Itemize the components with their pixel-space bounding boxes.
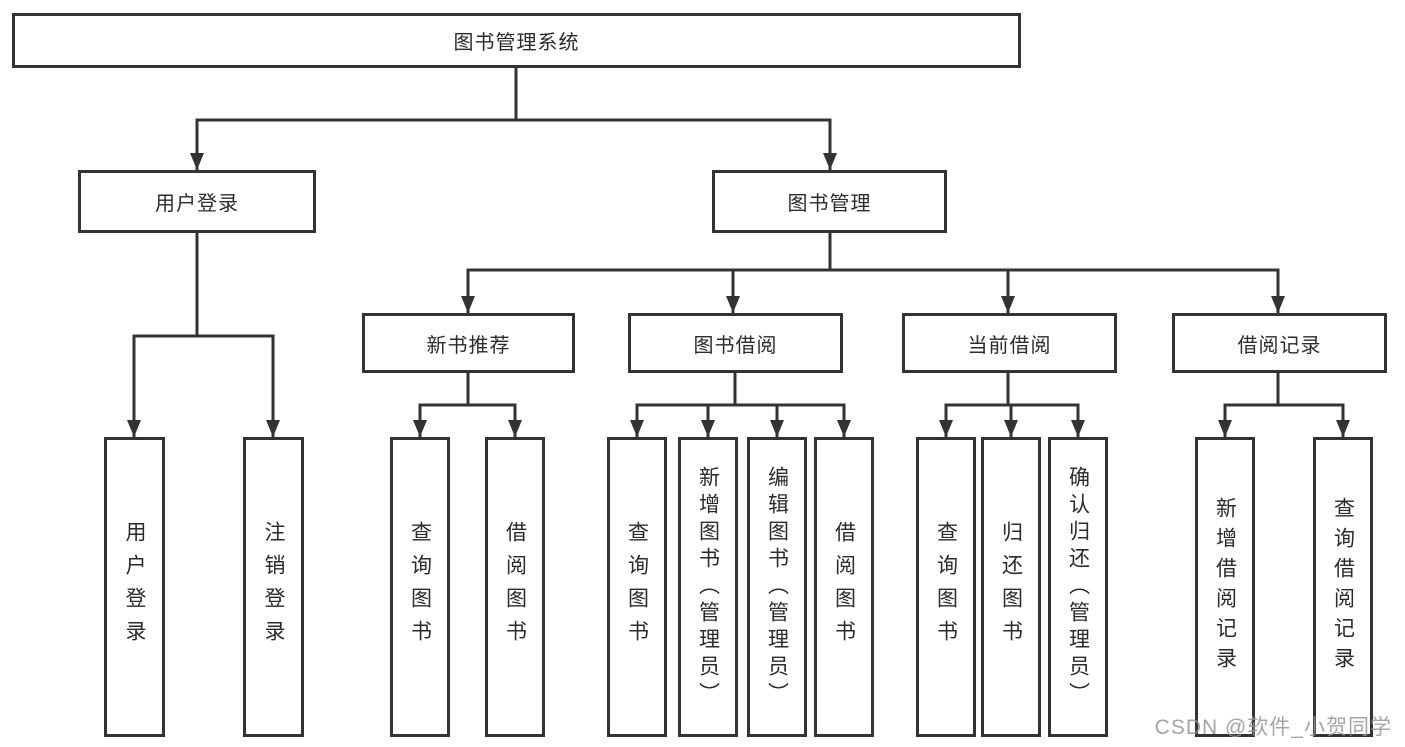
node-user-login: 用户登录 <box>78 170 316 233</box>
node-root: 图书管理系统 <box>12 13 1021 68</box>
leaf-query-borrow-record-label: 查询借阅记录 <box>1331 497 1355 677</box>
leaf-user-login-label: 用户登录 <box>123 521 146 653</box>
leaf-cur-query-books-label: 查询图书 <box>934 521 958 653</box>
leaf-add-borrow-record-label: 新增借阅记录 <box>1213 497 1237 677</box>
leaf-bor-query-books: 查询图书 <box>607 437 667 737</box>
node-book-management: 图书管理 <box>712 170 947 233</box>
leaf-bor-edit-books-label: 编辑图书（管理员） <box>765 465 789 709</box>
node-borrowing-records: 借阅记录 <box>1172 313 1387 373</box>
leaf-logout: 注销登录 <box>243 437 304 737</box>
connector-arrows <box>127 120 1350 437</box>
leaf-rec-borrow-books: 借阅图书 <box>485 437 545 737</box>
leaf-bor-borrow-books-label: 借阅图书 <box>832 521 856 653</box>
leaf-cur-return-books-label: 归还图书 <box>999 521 1023 653</box>
leaf-rec-query-books-label: 查询图书 <box>408 521 432 653</box>
leaf-bor-add-books: 新增图书（管理员） <box>678 437 738 737</box>
leaf-bor-borrow-books: 借阅图书 <box>814 437 874 737</box>
leaf-cur-query-books: 查询图书 <box>916 437 976 737</box>
leaf-query-borrow-record: 查询借阅记录 <box>1313 437 1373 737</box>
leaf-cur-confirm-return-label: 确认归还（管理员） <box>1066 465 1090 709</box>
leaf-bor-edit-books: 编辑图书（管理员） <box>747 437 807 737</box>
node-book-borrowing: 图书借阅 <box>628 313 843 373</box>
leaf-cur-confirm-return: 确认归还（管理员） <box>1048 437 1108 737</box>
leaf-user-login: 用户登录 <box>104 437 165 737</box>
leaf-bor-add-books-label: 新增图书（管理员） <box>696 465 720 709</box>
leaf-logout-label: 注销登录 <box>262 521 285 653</box>
node-current-borrowing: 当前借阅 <box>902 313 1117 373</box>
connector-rails <box>132 66 1345 407</box>
leaf-bor-query-books-label: 查询图书 <box>625 521 649 653</box>
leaf-rec-query-books: 查询图书 <box>390 437 450 737</box>
leaf-cur-return-books: 归还图书 <box>981 437 1041 737</box>
leaf-rec-borrow-books-label: 借阅图书 <box>503 521 527 653</box>
node-new-book-recommend: 新书推荐 <box>362 313 575 373</box>
leaf-add-borrow-record: 新增借阅记录 <box>1195 437 1255 737</box>
